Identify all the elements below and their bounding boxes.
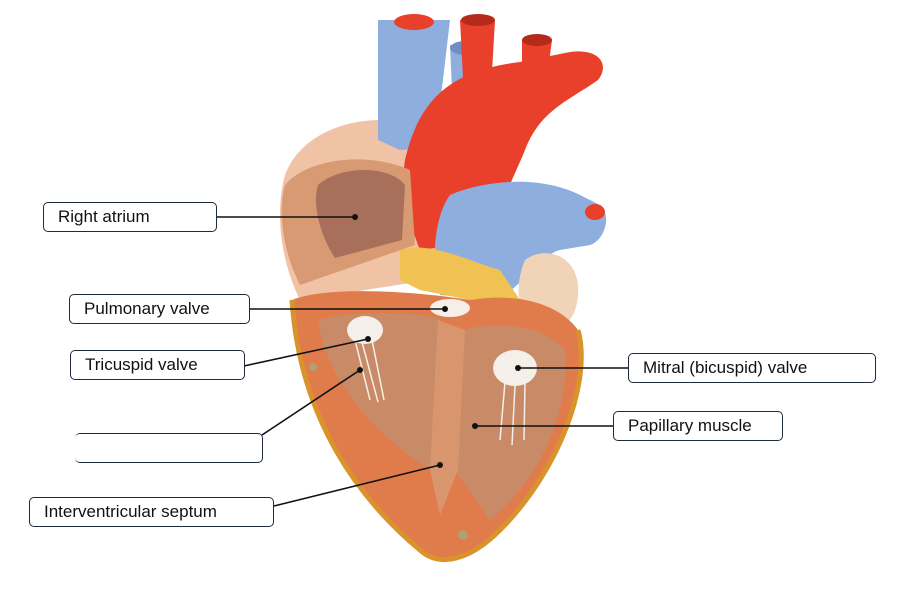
leader-blank [261,369,361,436]
left-ventricle-cavity [455,325,566,520]
label-papillary-muscle: Papillary muscle [613,411,783,441]
pulmonary-valve-shape [430,299,470,317]
label-right-atrium: Right atrium [43,202,217,232]
label-interventricular-septum: Interventricular septum [29,497,274,527]
label-blank-answer[interactable] [75,433,263,463]
label-pulmonary-valve: Pulmonary valve [69,294,250,324]
leader-tricuspid-valve [243,338,369,367]
right-atrium-cavity [315,170,405,258]
tricuspid-valve-shape [347,316,383,344]
label-tricuspid-valve: Tricuspid valve [70,350,245,380]
epicardial-fat [400,247,520,300]
label-mitral-valve: Mitral (bicuspid) valve [628,353,876,383]
leader-septum [273,464,441,507]
right-ventricle-cavity [318,313,440,470]
